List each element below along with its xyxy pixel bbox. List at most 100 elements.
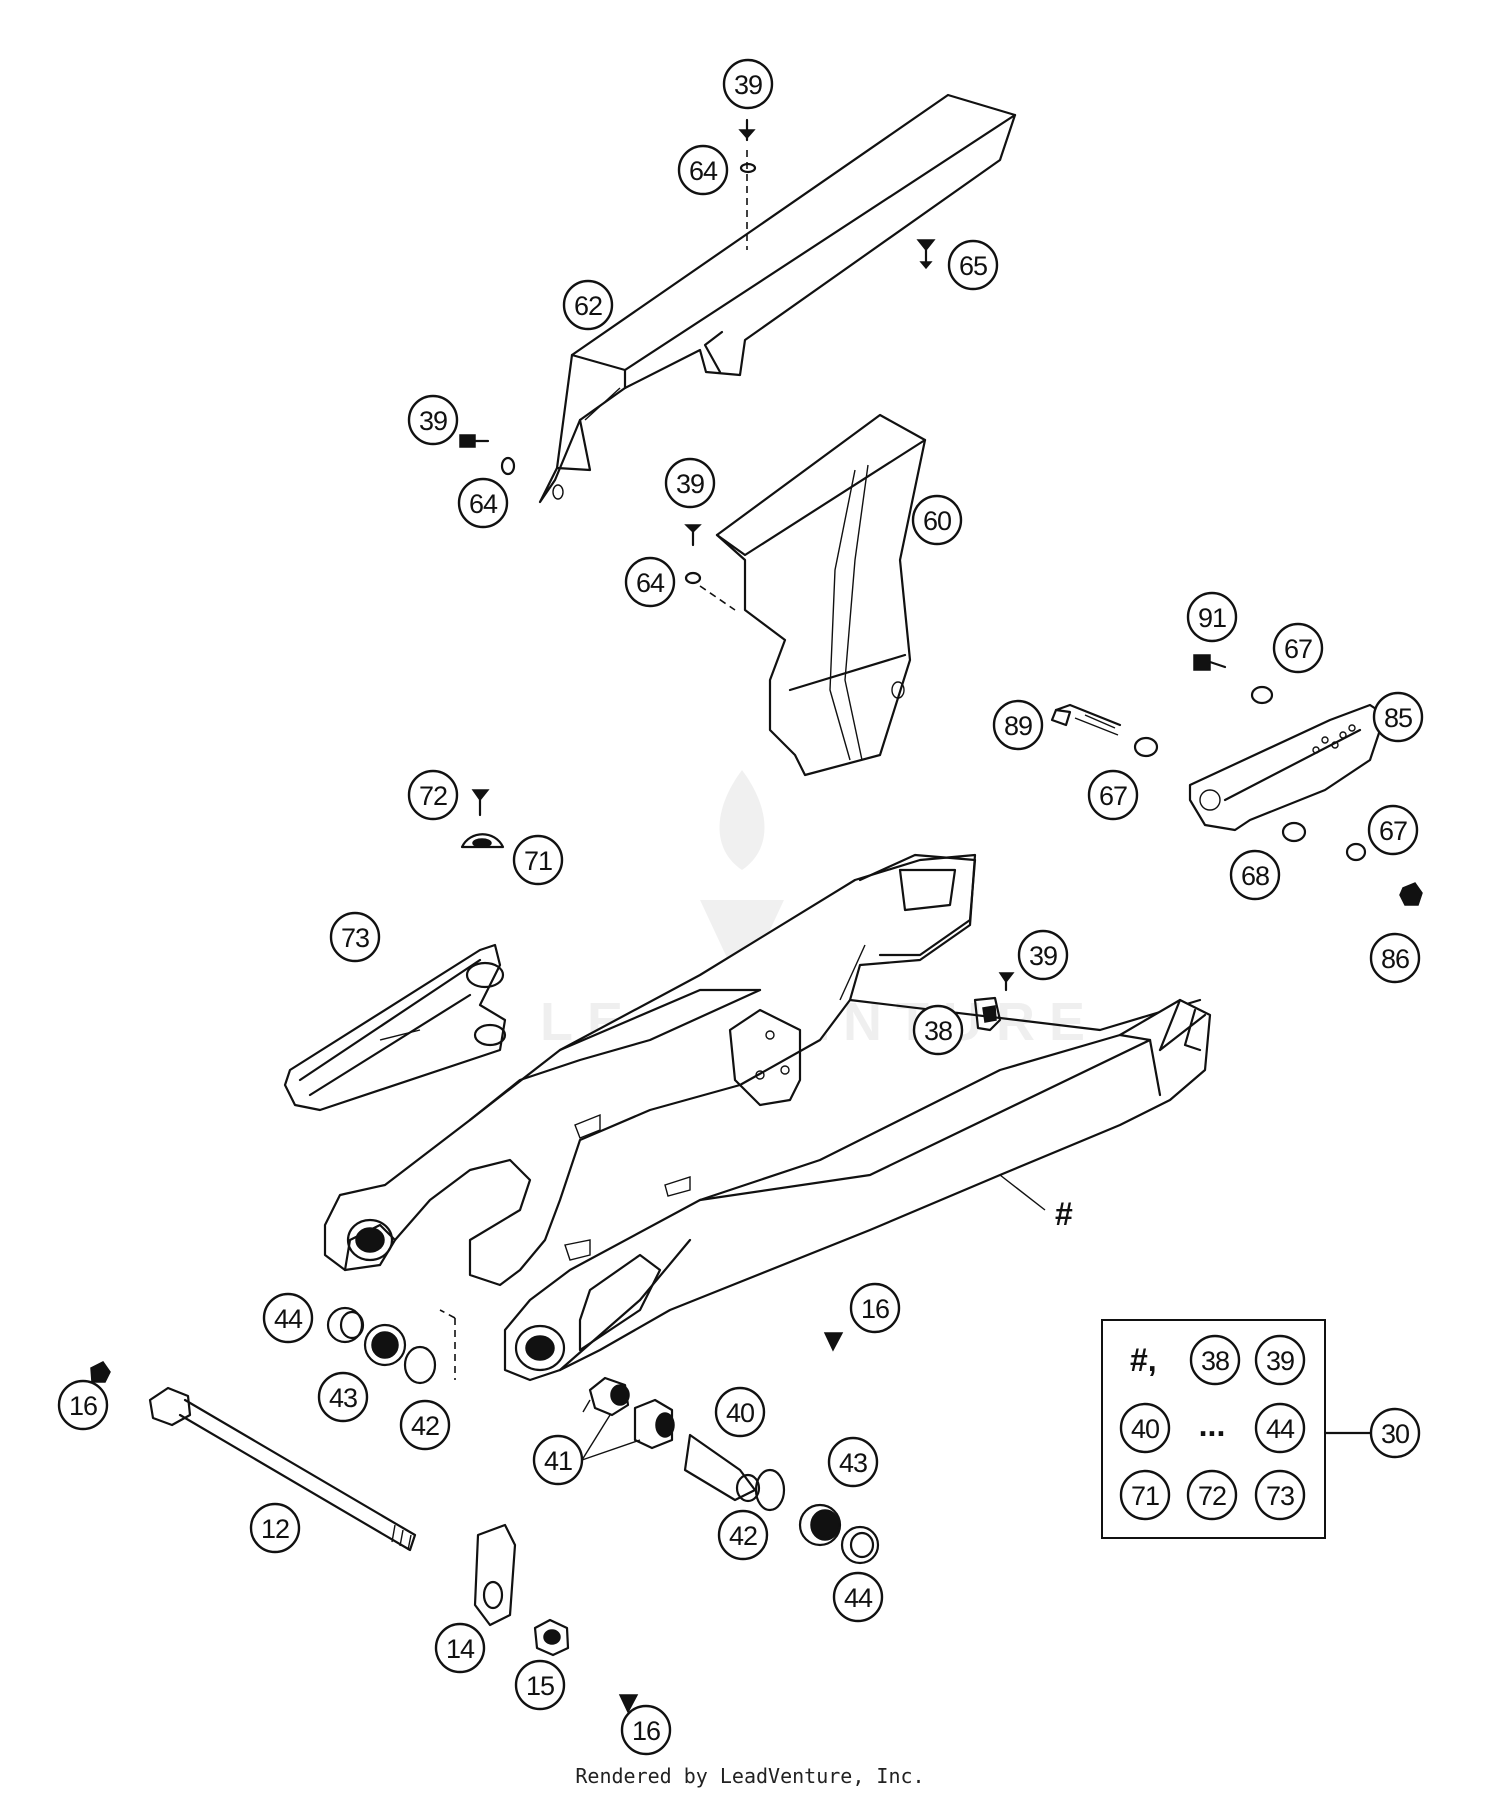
swingarm: # xyxy=(323,853,1212,1382)
callout-42-right: 42 xyxy=(717,1509,769,1561)
callout-44-left: 44 xyxy=(262,1292,314,1344)
svg-text:67: 67 xyxy=(1284,634,1312,664)
callout-12: 12 xyxy=(249,1502,301,1554)
callout-72: 72 xyxy=(407,769,459,821)
callout-91: 91 xyxy=(1186,591,1238,643)
callout-41: 41 xyxy=(532,1434,584,1486)
callout-15: 15 xyxy=(514,1659,566,1711)
svg-text:72: 72 xyxy=(419,781,447,811)
svg-text:38: 38 xyxy=(1201,1346,1229,1376)
chain-guard-lower xyxy=(715,413,927,777)
callout-86: 86 xyxy=(1369,932,1421,984)
callout-39-clip: 39 xyxy=(1017,929,1069,981)
callout-43-right: 43 xyxy=(827,1436,879,1488)
leader-lines xyxy=(582,1399,591,1413)
svg-text:40: 40 xyxy=(726,1398,754,1428)
svg-text:71: 71 xyxy=(1131,1481,1159,1511)
svg-text:30: 30 xyxy=(1381,1419,1409,1449)
svg-text:40: 40 xyxy=(1131,1414,1159,1444)
callout-16-mid: 16 xyxy=(849,1282,901,1334)
svg-text:44: 44 xyxy=(274,1304,303,1334)
svg-text:67: 67 xyxy=(1379,816,1407,846)
callout-62: 62 xyxy=(562,279,614,331)
svg-text:73: 73 xyxy=(1266,1481,1294,1511)
callout-16-left: 16 xyxy=(57,1379,109,1431)
svg-text:72: 72 xyxy=(1198,1481,1226,1511)
swingarm-marker: # xyxy=(1055,1196,1073,1232)
callout-89: 89 xyxy=(992,699,1044,751)
callout-64-top: 64 xyxy=(677,144,729,196)
svg-text:73: 73 xyxy=(341,923,369,953)
axle-nut xyxy=(533,1618,570,1657)
chain-adjuster xyxy=(473,1523,517,1627)
callout-14: 14 xyxy=(434,1622,486,1674)
callout-38: 38 xyxy=(912,1004,964,1056)
svg-text:68: 68 xyxy=(1241,861,1269,891)
callout-67-top: 67 xyxy=(1272,622,1324,674)
kit-ellipsis: ... xyxy=(1199,1407,1226,1443)
svg-text:16: 16 xyxy=(861,1294,889,1324)
svg-text:62: 62 xyxy=(574,291,602,321)
callout-39-mid: 39 xyxy=(664,457,716,509)
callout-64-left: 64 xyxy=(457,477,509,529)
callout-42-left: 42 xyxy=(399,1399,451,1451)
svg-text:85: 85 xyxy=(1384,703,1412,733)
kit-hash-label: #, xyxy=(1130,1342,1157,1378)
callout-68: 68 xyxy=(1229,849,1281,901)
svg-text:41: 41 xyxy=(544,1446,572,1476)
svg-text:39: 39 xyxy=(419,406,447,436)
svg-text:16: 16 xyxy=(632,1716,660,1746)
svg-text:86: 86 xyxy=(1381,944,1409,974)
chain-guard-upper xyxy=(538,93,1017,504)
kit-item-44: 44 xyxy=(1254,1402,1306,1454)
kit-item-40: 40 xyxy=(1119,1402,1171,1454)
callout-43-left: 43 xyxy=(317,1371,369,1423)
callout-65: 65 xyxy=(947,239,999,291)
svg-text:71: 71 xyxy=(524,846,552,876)
callout-67-right: 67 xyxy=(1367,804,1419,856)
callout-16-bottom: 16 xyxy=(620,1704,672,1756)
kit-box: #, ... 38 39 40 44 71 72 73 xyxy=(1101,1319,1374,1539)
svg-text:12: 12 xyxy=(261,1514,289,1544)
svg-text:64: 64 xyxy=(689,156,718,186)
svg-text:42: 42 xyxy=(729,1521,757,1551)
callout-85: 85 xyxy=(1372,691,1424,743)
kit-item-39: 39 xyxy=(1254,1334,1306,1386)
callout-60: 60 xyxy=(911,494,963,546)
callout-73: 73 xyxy=(329,911,381,963)
svg-text:16: 16 xyxy=(69,1391,97,1421)
callout-71: 71 xyxy=(512,834,564,886)
svg-text:65: 65 xyxy=(959,251,987,281)
svg-text:44: 44 xyxy=(1266,1414,1295,1444)
svg-text:60: 60 xyxy=(923,506,951,536)
chain-slider xyxy=(283,943,507,1112)
footer-credit: Rendered by LeadVenture, Inc. xyxy=(575,1764,925,1788)
svg-text:14: 14 xyxy=(446,1634,475,1664)
callout-39-left: 39 xyxy=(407,394,459,446)
svg-text:39: 39 xyxy=(734,70,762,100)
callout-67-mid: 67 xyxy=(1087,769,1139,821)
svg-text:39: 39 xyxy=(1266,1346,1294,1376)
bearing-set-right xyxy=(581,1376,880,1565)
callout-44-right: 44 xyxy=(832,1571,884,1623)
kit-item-72: 72 xyxy=(1186,1469,1238,1521)
chain-guide xyxy=(1188,703,1387,832)
svg-text:39: 39 xyxy=(1029,941,1057,971)
svg-text:43: 43 xyxy=(329,1383,357,1413)
callout-64-mid: 64 xyxy=(624,556,676,608)
svg-text:39: 39 xyxy=(676,469,704,499)
svg-text:89: 89 xyxy=(1004,711,1032,741)
svg-text:91: 91 xyxy=(1198,603,1226,633)
hardware xyxy=(90,118,1423,1714)
svg-text:15: 15 xyxy=(526,1671,554,1701)
bearing-set-left xyxy=(326,1306,456,1385)
svg-text:42: 42 xyxy=(411,1411,439,1441)
kit-item-73: 73 xyxy=(1254,1469,1306,1521)
kit-item-38: 38 xyxy=(1189,1334,1241,1386)
svg-text:38: 38 xyxy=(924,1016,952,1046)
callout-39-top: 39 xyxy=(722,58,774,110)
swingarm-pivot-bolt xyxy=(148,1386,417,1552)
kit-item-71: 71 xyxy=(1119,1469,1171,1521)
callout-30: 30 xyxy=(1369,1407,1421,1459)
